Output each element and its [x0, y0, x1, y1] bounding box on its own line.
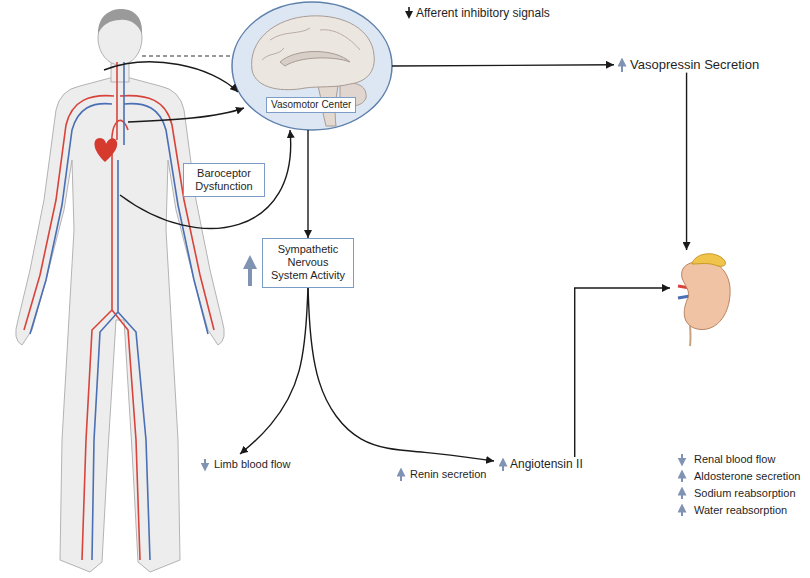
- node-label: Limb blood flow: [214, 458, 290, 471]
- artery: [24, 96, 114, 330]
- veins: [30, 62, 208, 560]
- flow-arrow: [240, 288, 308, 454]
- increase-icon: [621, 62, 623, 72]
- afferent-arrow: [104, 62, 238, 92]
- artery: [120, 96, 214, 330]
- node-label: Angiotensin II: [510, 457, 583, 471]
- flow-arrow: [686, 73, 687, 250]
- node-label: Vasopressin Secretion: [630, 57, 759, 73]
- artery: [116, 62, 118, 140]
- heart: [95, 138, 118, 162]
- increase-icon: [681, 491, 683, 499]
- adrenal-gland: [692, 254, 725, 267]
- effect-item: Renal blood flow: [694, 453, 775, 466]
- node-label: Baroceptor Dysfunction: [188, 167, 260, 193]
- flow-arrow: [308, 288, 494, 461]
- inset-circle: [232, 2, 392, 130]
- effect-item: Water reabsorption: [694, 504, 787, 517]
- dashed-link: [142, 55, 233, 56]
- increase-icon: [400, 472, 402, 481]
- vein: [124, 104, 208, 334]
- node-label: Vasomotor Center: [266, 97, 356, 113]
- vein: [118, 312, 150, 560]
- artery: [82, 150, 112, 560]
- process-box: Sympathetic Nervous System Activity: [262, 238, 354, 288]
- increase-icon: [681, 508, 683, 516]
- arteries: [24, 62, 214, 560]
- effect-item: Sodium reabsorption: [694, 487, 796, 500]
- decrease-icon: [408, 7, 410, 15]
- edge-label: Renin secretion: [408, 468, 488, 481]
- node-label: Sympathetic Nervous System Activity: [268, 243, 348, 283]
- kidney-shape: [682, 261, 731, 330]
- baroreceptor-arrows: [104, 62, 291, 229]
- change-icons: [205, 7, 682, 516]
- decrease-icon: [681, 454, 683, 462]
- effect-item: Aldosterone secretion: [694, 470, 800, 483]
- body-outline: [16, 78, 225, 572]
- kidney: [678, 254, 730, 346]
- increase-icon: [502, 462, 504, 471]
- kidney-effects: Renal blood flowAldosterone secretionSod…: [670, 250, 806, 524]
- effect-label: Limb blood flow: [200, 454, 290, 471]
- increase-icon: [248, 262, 252, 286]
- flow-arrow: [392, 65, 614, 66]
- increase-icon: [681, 474, 683, 482]
- decrease-icon: [204, 459, 206, 467]
- cerebrum: [252, 16, 375, 90]
- flow-arrow: [307, 130, 308, 238]
- afferent-arrow: [120, 130, 291, 228]
- human-figure: [16, 9, 225, 572]
- effect-label: Vasopressin Secretion: [614, 57, 759, 73]
- vasomotor-region: Vasomotor Center: [232, 2, 392, 130]
- afferent-arrow: [128, 108, 244, 122]
- corpus-callosum: [280, 52, 350, 67]
- artery: [112, 310, 140, 560]
- effect-label: Angiotensin II: [494, 457, 583, 471]
- annotation-label: Afferent inhibitory signals: [416, 6, 550, 20]
- brain-inset: [232, 2, 392, 130]
- vein: [92, 160, 118, 560]
- flow-arrow: [575, 288, 670, 457]
- hair: [98, 9, 142, 34]
- callout-box: Baroceptor Dysfunction: [183, 163, 265, 197]
